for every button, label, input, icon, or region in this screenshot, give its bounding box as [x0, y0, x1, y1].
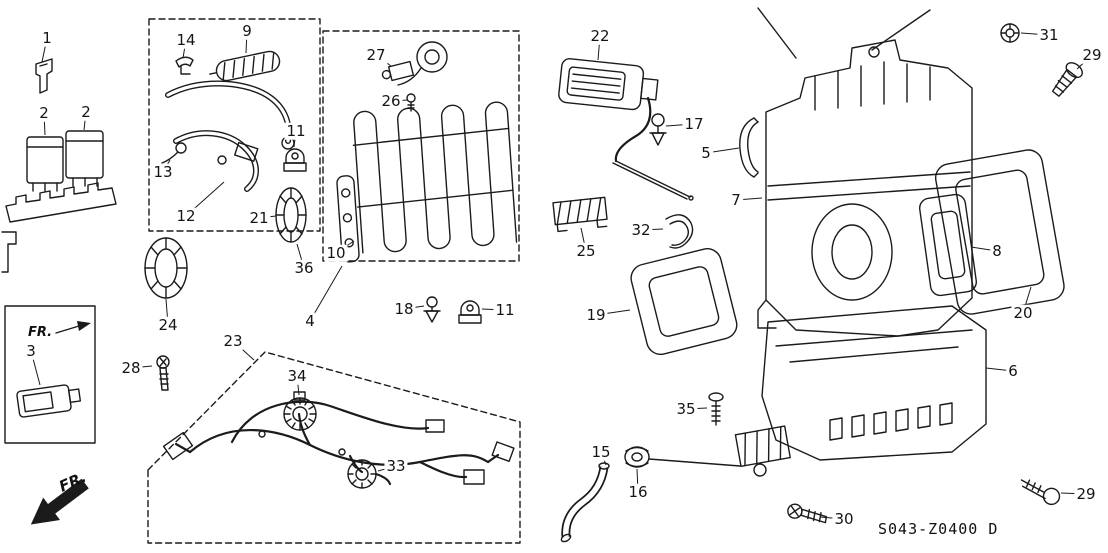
callout-3: 3 — [24, 341, 38, 360]
part-14-hook — [175, 56, 194, 75]
leader-lines — [30, 30, 1093, 520]
part-29-bolt-top — [1051, 62, 1083, 97]
part-32-clip — [665, 214, 694, 249]
callout-9: 9 — [240, 21, 254, 40]
part-8-seal-ring — [918, 193, 978, 297]
callout-14: 14 — [174, 30, 198, 49]
part-9-grip — [209, 50, 281, 82]
evaporator-dashed-box — [322, 30, 520, 263]
callout-4: 4 — [303, 311, 317, 330]
callout-29: 29 — [1074, 484, 1098, 503]
part-2-relays — [26, 130, 104, 192]
callout-2: 2 — [37, 103, 51, 122]
callout-21: 21 — [247, 208, 271, 227]
part-22-control-unit — [558, 58, 694, 201]
part-35-screw — [708, 392, 724, 426]
callout-2: 2 — [79, 102, 93, 121]
callout-28: 28 — [119, 358, 143, 377]
callout-5: 5 — [699, 143, 713, 162]
callout-8: 8 — [990, 241, 1004, 260]
part-28-bolt — [156, 355, 170, 391]
part-11-clamp-b — [458, 300, 482, 324]
part-18-clip — [423, 296, 441, 323]
callout-26: 26 — [379, 91, 403, 110]
callout-16: 16 — [626, 482, 650, 501]
callout-6: 6 — [1006, 361, 1020, 380]
relay-mounting-bracket — [1, 182, 117, 273]
callout-23: 23 — [221, 331, 245, 350]
part-11-clamp-a — [283, 148, 307, 172]
callout-1: 1 — [40, 28, 54, 47]
callout-7: 7 — [729, 190, 743, 209]
part-24-grommet — [144, 237, 188, 299]
part-29-screw-bottom — [1020, 479, 1061, 506]
part-33-connector — [347, 459, 392, 489]
callout-17: 17 — [682, 114, 706, 133]
part-25-bracket — [552, 196, 608, 233]
part-31-grommet — [1000, 23, 1020, 43]
construction-lines — [757, 7, 931, 59]
fr-front-arrow-icon — [55, 325, 80, 334]
harness-dashed-box — [147, 351, 521, 544]
callout-24: 24 — [156, 315, 180, 334]
callout-13: 13 — [151, 162, 175, 181]
callout-33: 33 — [384, 456, 408, 475]
pipe-assembly-dashed-box — [148, 18, 321, 232]
callout-35: 35 — [674, 399, 698, 418]
fr-front-label: FR. — [28, 325, 52, 340]
part-15-drain-hose — [560, 462, 610, 543]
callout-32: 32 — [629, 220, 653, 239]
callout-10: 10 — [324, 243, 348, 262]
callout-34: 34 — [285, 366, 309, 385]
diagram-code: S043-Z0400 D — [878, 520, 998, 538]
callout-11: 11 — [284, 121, 308, 140]
callout-25: 25 — [574, 241, 598, 260]
part-26-bolt — [406, 93, 416, 112]
callout-19: 19 — [584, 305, 608, 324]
part-6-lower-case — [734, 305, 987, 477]
part-13-sensor — [161, 142, 187, 164]
part-30-screw — [787, 503, 828, 524]
callout-12: 12 — [174, 206, 198, 225]
part-16-grommet — [624, 446, 741, 468]
callout-18: 18 — [392, 299, 416, 318]
part-7-heater-unit — [757, 39, 973, 337]
part-1-clip — [35, 58, 53, 94]
part-21-grommet — [275, 187, 307, 243]
part-34-connector — [283, 391, 317, 431]
part-5-seal — [739, 117, 759, 178]
callout-29: 29 — [1080, 45, 1104, 64]
evaporator-core — [336, 101, 518, 263]
callout-27: 27 — [364, 45, 388, 64]
callout-20: 20 — [1011, 303, 1035, 322]
part-17-clip — [649, 113, 667, 146]
fr-bottom-arrow-icon — [30, 478, 89, 525]
callout-15: 15 — [589, 442, 613, 461]
fr-arrow-bottom: FR. — [30, 468, 89, 525]
part-19-seal-frame — [630, 248, 738, 356]
callout-30: 30 — [832, 509, 856, 528]
part-27-valve — [381, 60, 415, 82]
callout-22: 22 — [588, 26, 612, 45]
callout-31: 31 — [1037, 25, 1061, 44]
callout-11: 11 — [493, 300, 517, 319]
callout-36: 36 — [292, 258, 316, 277]
part-3-box: FR. — [4, 305, 96, 444]
